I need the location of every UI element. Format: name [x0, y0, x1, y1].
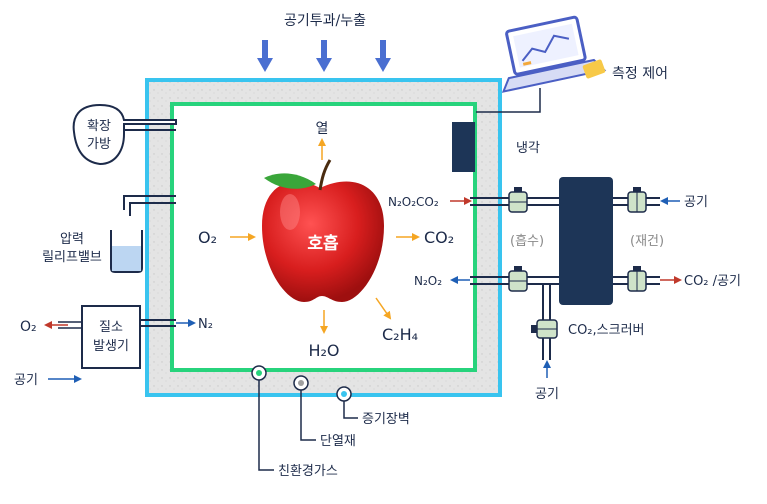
pressure-relief-valve	[110, 195, 176, 273]
heat-label: 열	[316, 121, 329, 137]
measure-control-label: 측정 제어	[612, 66, 668, 82]
c2h4-label: C₂H₄	[382, 325, 418, 344]
cooling-unit	[452, 122, 475, 172]
eco-gas-label: 친환경가스	[278, 464, 338, 479]
expansion-bag-label-2: 가방	[87, 137, 111, 152]
down-arrow-icon	[316, 40, 332, 72]
insulation-callout	[293, 375, 316, 441]
n2o2co2-in-label: N₂O₂CO₂	[388, 195, 439, 209]
expansion-bag	[72, 103, 177, 166]
co2-scrubber-label: CO₂,스크러버	[568, 323, 645, 338]
valve-icon	[627, 266, 647, 292]
air-exchange-arrows	[257, 40, 391, 72]
valve-icon	[531, 319, 558, 339]
laptop-icon	[501, 15, 607, 93]
air-bottom-label: 공기	[535, 387, 559, 402]
nitrogen-gen-label-1: 질소	[99, 320, 123, 335]
nitrogen-generator	[58, 305, 176, 369]
vapor-barrier-label: 증기장벽	[362, 412, 410, 427]
cooling-label: 냉각	[516, 141, 540, 156]
down-arrow-icon	[257, 40, 273, 72]
insulation-label: 단열재	[320, 434, 356, 449]
control-cable	[476, 88, 541, 113]
o2-out-label: O₂	[20, 319, 37, 335]
air-right-label: 공기	[684, 195, 708, 210]
absorb-label: (흡수)	[510, 234, 544, 249]
nitrogen-gen-label-2: 발생기	[93, 339, 129, 354]
co2-out-label: CO₂	[424, 228, 454, 247]
valve-icon	[508, 266, 528, 292]
h2o-label: H₂O	[308, 341, 339, 360]
n2-out-label: N₂	[198, 317, 213, 332]
o2-in-label: O₂	[198, 228, 217, 247]
pressure-valve-label-2: 릴리프밸브	[42, 250, 102, 265]
co2-air-out-label: CO₂ /공기	[684, 274, 741, 289]
c2h4-arrow	[375, 297, 392, 320]
n2o2-out-label: N₂O₂	[414, 274, 442, 288]
respiration-label: 호흡	[307, 233, 339, 254]
vapor-barrier-callout	[336, 386, 358, 419]
scrubber-tank	[559, 177, 613, 305]
valve-icon	[627, 187, 647, 213]
air-in-left-label: 공기	[14, 373, 38, 388]
pressure-valve-label-1: 압력	[60, 232, 84, 247]
expansion-bag-label-1: 확장	[87, 119, 111, 134]
down-arrow-icon	[375, 40, 391, 72]
eco-gas-callout	[251, 365, 274, 471]
regen-label: (재건)	[630, 234, 664, 249]
apple-icon	[262, 159, 384, 302]
valve-icon	[508, 187, 528, 213]
air-exchange-label: 공기투과/누출	[284, 13, 366, 29]
